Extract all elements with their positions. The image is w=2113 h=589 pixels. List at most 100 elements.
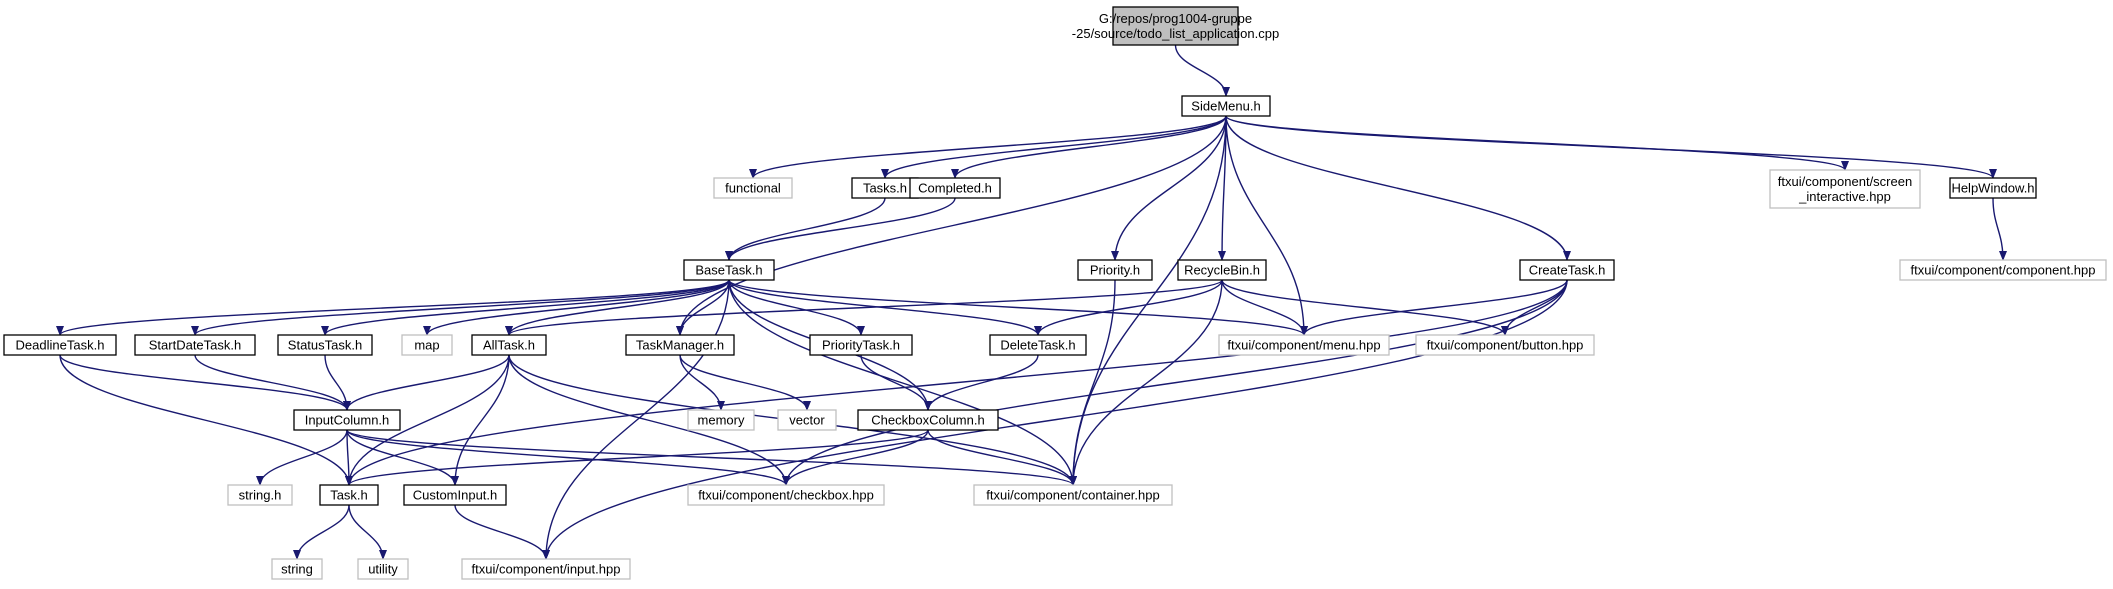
edge-basetask-to-container_hpp xyxy=(728,279,1077,486)
edge-prioritytask-to-checkboxcolumn xyxy=(860,354,932,411)
node-label: CreateTask.h xyxy=(1529,263,1606,278)
node-box xyxy=(357,558,409,580)
node-container-hpp[interactable]: ftxui/component/container.hpp xyxy=(973,484,1173,506)
node-label: PriorityTask.h xyxy=(822,338,900,353)
node-string[interactable]: string xyxy=(271,558,323,580)
node-memory[interactable]: memory xyxy=(687,409,755,431)
edge-basetask-to-deletetask xyxy=(728,279,1042,336)
node-inputcolumn[interactable]: InputColumn.h xyxy=(293,409,401,431)
node-label: ftxui/component/menu.hpp xyxy=(1227,338,1380,353)
node-statustask[interactable]: StatusTask.h xyxy=(277,334,373,356)
edge-checkboxcolumn-to-container_hpp xyxy=(927,429,1077,486)
edge-root-to-sidemenu xyxy=(1174,44,1230,97)
node-screen-interactive[interactable]: ftxui/component/screen_interactive.hpp xyxy=(1769,169,1921,209)
node-label: string.h xyxy=(239,488,282,503)
edge-sidemenu-to-helpwindow xyxy=(1225,115,1997,179)
edge-recyclebin-to-container_hpp xyxy=(1069,279,1223,486)
node-label: string xyxy=(281,562,313,577)
node-completed[interactable]: Completed.h xyxy=(909,177,1001,199)
node-label: TaskManager.h xyxy=(636,338,724,353)
node-box xyxy=(319,484,379,506)
node-vector[interactable]: vector xyxy=(777,409,837,431)
edge-task-to-string xyxy=(293,504,350,560)
node-box xyxy=(713,177,793,199)
node-label: map xyxy=(414,338,439,353)
node-label: Completed.h xyxy=(918,181,992,196)
node-box xyxy=(625,334,735,356)
edge-task-to-utility xyxy=(348,504,387,560)
node-box xyxy=(1415,334,1595,356)
node-root[interactable]: G:/repos/prog1004-gruppe-25/source/todo_… xyxy=(1072,6,1279,46)
node-basetask[interactable]: BaseTask.h xyxy=(683,259,775,281)
node-priority[interactable]: Priority.h xyxy=(1077,259,1153,281)
node-deletetask[interactable]: DeleteTask.h xyxy=(989,334,1087,356)
edge-startdatetask-to-inputcolumn xyxy=(194,354,351,411)
node-startdatetask[interactable]: StartDateTask.h xyxy=(134,334,256,356)
node-button-hpp[interactable]: ftxui/component/button.hpp xyxy=(1415,334,1595,356)
node-checkbox-hpp[interactable]: ftxui/component/checkbox.hpp xyxy=(687,484,885,506)
node-functional[interactable]: functional xyxy=(713,177,793,199)
edge-sidemenu-to-menu_hpp xyxy=(1225,115,1308,336)
node-input-hpp[interactable]: ftxui/component/input.hpp xyxy=(461,558,631,580)
node-label: G:/repos/prog1004-gruppe xyxy=(1099,11,1252,26)
node-sidemenu[interactable]: SideMenu.h xyxy=(1181,95,1271,117)
node-recyclebin[interactable]: RecycleBin.h xyxy=(1177,259,1267,281)
node-box xyxy=(683,259,775,281)
node-label: Tasks.h xyxy=(863,181,907,196)
node-helpwindow[interactable]: HelpWindow.h xyxy=(1949,177,2037,199)
edge-sidemenu-to-priority xyxy=(1111,115,1227,261)
node-box xyxy=(909,177,1001,199)
node-tasks[interactable]: Tasks.h xyxy=(851,177,919,199)
node-label: ftxui/component/container.hpp xyxy=(986,488,1159,503)
node-label: AllTask.h xyxy=(483,338,535,353)
edge-inputcolumn-to-string_h xyxy=(256,429,348,486)
node-box xyxy=(1769,169,1921,209)
node-prioritytask[interactable]: PriorityTask.h xyxy=(809,334,913,356)
node-deadlinetask[interactable]: DeadlineTask.h xyxy=(3,334,117,356)
node-task[interactable]: Task.h xyxy=(319,484,379,506)
edge-basetask-to-taskmanager xyxy=(676,279,730,336)
node-taskmanager[interactable]: TaskManager.h xyxy=(625,334,735,356)
edge-createtask-to-menu_hpp xyxy=(1300,279,1568,336)
edge-alltask-to-inputcolumn xyxy=(343,354,510,411)
node-box xyxy=(687,484,885,506)
node-label: StatusTask.h xyxy=(288,338,362,353)
edge-basetask-to-statustask xyxy=(321,279,730,336)
edge-basetask-to-map xyxy=(423,279,730,336)
edge-deadlinetask-to-task xyxy=(59,354,353,486)
node-box xyxy=(134,334,256,356)
node-string-h[interactable]: string.h xyxy=(227,484,293,506)
edge-sidemenu-to-taskmanager xyxy=(676,115,1227,336)
node-alltask[interactable]: AllTask.h xyxy=(471,334,547,356)
edge-recyclebin-to-alltask xyxy=(505,279,1223,336)
node-box xyxy=(857,409,999,431)
edge-sidemenu-to-createtask xyxy=(1225,115,1571,261)
edge-inputcolumn-to-custominput xyxy=(346,429,459,486)
node-menu-hpp[interactable]: ftxui/component/menu.hpp xyxy=(1218,334,1390,356)
edge-alltask-to-custominput xyxy=(451,354,510,486)
node-box xyxy=(3,334,117,356)
node-box xyxy=(1077,259,1153,281)
node-label: ftxui/component/input.hpp xyxy=(472,562,621,577)
node-label: _interactive.hpp xyxy=(1798,189,1891,204)
node-label: vector xyxy=(789,413,825,428)
node-map[interactable]: map xyxy=(401,334,453,356)
node-component-hpp[interactable]: ftxui/component/component.hpp xyxy=(1899,259,2107,281)
node-checkboxcolumn[interactable]: CheckboxColumn.h xyxy=(857,409,999,431)
node-label: CustomInput.h xyxy=(413,488,498,503)
edge-taskmanager-to-memory xyxy=(679,354,725,411)
node-utility[interactable]: utility xyxy=(357,558,409,580)
node-custominput[interactable]: CustomInput.h xyxy=(403,484,507,506)
node-label: functional xyxy=(725,181,781,196)
node-box xyxy=(461,558,631,580)
edge-inputcolumn-to-checkbox_hpp xyxy=(346,429,790,486)
node-box xyxy=(277,334,373,356)
node-createtask[interactable]: CreateTask.h xyxy=(1519,259,1615,281)
node-label: SideMenu.h xyxy=(1191,99,1260,114)
edge-checkboxcolumn-to-task xyxy=(345,429,929,486)
node-label: Task.h xyxy=(330,488,368,503)
edge-helpwindow-to-component_hpp xyxy=(1992,197,2007,261)
node-box xyxy=(403,484,507,506)
node-box xyxy=(1181,95,1271,117)
edge-basetask-to-deadlinetask xyxy=(56,279,730,336)
